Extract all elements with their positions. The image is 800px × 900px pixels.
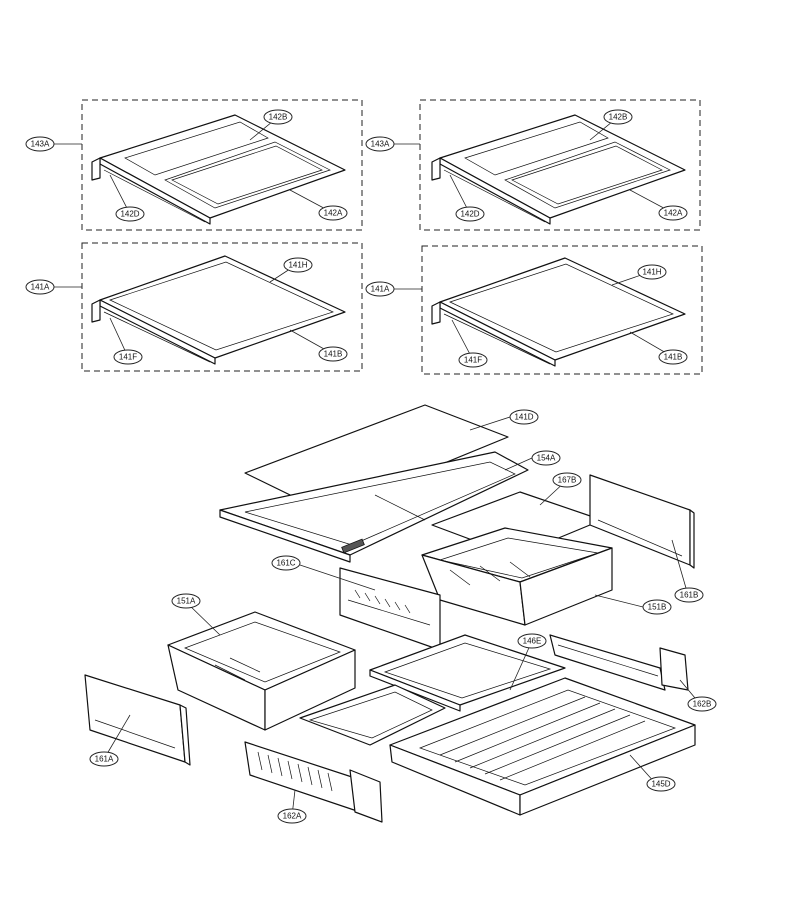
callout-151a: 151A: [171, 593, 201, 609]
svg-text:142B: 142B: [269, 113, 288, 122]
svg-text:161C: 161C: [276, 559, 295, 568]
svg-text:146E: 146E: [523, 637, 542, 646]
svg-text:162B: 162B: [693, 700, 712, 709]
crisper-cover-frame: [219, 451, 529, 563]
callout-143a-1: 143A: [25, 136, 55, 152]
callout-143a-2: 143A: [365, 136, 395, 152]
svg-text:141B: 141B: [324, 350, 343, 359]
crisper-drawer-151b: [421, 527, 613, 626]
callout-141b-2: 141B: [658, 349, 688, 365]
callout-141h-2: 141H: [637, 264, 667, 280]
svg-text:143A: 143A: [31, 140, 50, 149]
svg-text:142B: 142B: [609, 113, 628, 122]
svg-text:142D: 142D: [460, 210, 479, 219]
callout-141h-1: 141H: [283, 257, 313, 273]
callout-142b-2: 142B: [603, 109, 633, 125]
drawer-front-panel-161c: [339, 567, 441, 651]
shelf-assembly-frame-top-right: [419, 99, 701, 231]
callout-154a: 154A: [531, 450, 561, 466]
shelf-assembly-frame-top-left: [81, 99, 363, 231]
crisper-drawer-151a: [167, 611, 356, 731]
svg-text:141B: 141B: [664, 353, 683, 362]
callout-141b-1: 141B: [318, 346, 348, 362]
callout-141f-2: 141F: [458, 352, 488, 368]
shelf-assembly-frame-mid-left: [81, 242, 363, 372]
callout-161b: 161B: [674, 587, 704, 603]
callout-142d-2: 142D: [455, 206, 485, 222]
drawer-front-panel-161a: [84, 674, 191, 766]
svg-text:162A: 162A: [283, 812, 302, 821]
svg-text:145D: 145D: [651, 780, 670, 789]
svg-text:142D: 142D: [120, 210, 139, 219]
callout-141d: 141D: [509, 409, 539, 425]
svg-text:141A: 141A: [371, 285, 390, 294]
callout-161a: 161A: [89, 751, 119, 767]
callout-142d-1: 142D: [115, 206, 145, 222]
svg-text:141F: 141F: [119, 353, 137, 362]
drawer-front-panel-161b: [589, 474, 695, 569]
callout-146e: 146E: [517, 633, 547, 649]
lower-shelf-plate: [299, 684, 446, 746]
split-shelf-right: [431, 114, 686, 225]
callout-141f-1: 141F: [113, 349, 143, 365]
glass-shelf-146e: [369, 634, 566, 712]
svg-text:142A: 142A: [664, 209, 683, 218]
callout-141a-2: 141A: [365, 281, 395, 297]
svg-text:142A: 142A: [324, 209, 343, 218]
callout-162b: 162B: [687, 696, 717, 712]
svg-text:141H: 141H: [288, 261, 307, 270]
svg-text:151A: 151A: [177, 597, 196, 606]
glass-shelf-right: [431, 257, 686, 367]
callout-167b: 167B: [552, 472, 582, 488]
callout-161c: 161C: [271, 555, 301, 571]
svg-text:143A: 143A: [371, 140, 390, 149]
svg-text:141D: 141D: [514, 413, 533, 422]
callout-142a-2: 142A: [658, 205, 688, 221]
svg-text:141F: 141F: [464, 356, 482, 365]
callout-162a: 162A: [277, 808, 307, 824]
bottom-drawer-145d: [389, 677, 696, 816]
callout-142b-1: 142B: [263, 109, 293, 125]
split-shelf-left: [91, 114, 346, 225]
callout-142a-1: 142A: [318, 205, 348, 221]
svg-text:161A: 161A: [95, 755, 114, 764]
callout-141a-1: 141A: [25, 279, 55, 295]
svg-text:141H: 141H: [642, 268, 661, 277]
svg-text:161B: 161B: [680, 591, 699, 600]
svg-text:151B: 151B: [648, 603, 667, 612]
callout-151b: 151B: [642, 599, 672, 615]
svg-text:141A: 141A: [31, 283, 50, 292]
slide-rail-162b: [549, 634, 689, 691]
svg-text:167B: 167B: [558, 476, 577, 485]
shelf-assembly-frame-mid-right: [421, 245, 703, 375]
svg-text:154A: 154A: [537, 454, 556, 463]
glass-shelf-left: [91, 255, 346, 365]
callout-145d: 145D: [646, 776, 676, 792]
slide-rail-162a: [244, 741, 383, 823]
